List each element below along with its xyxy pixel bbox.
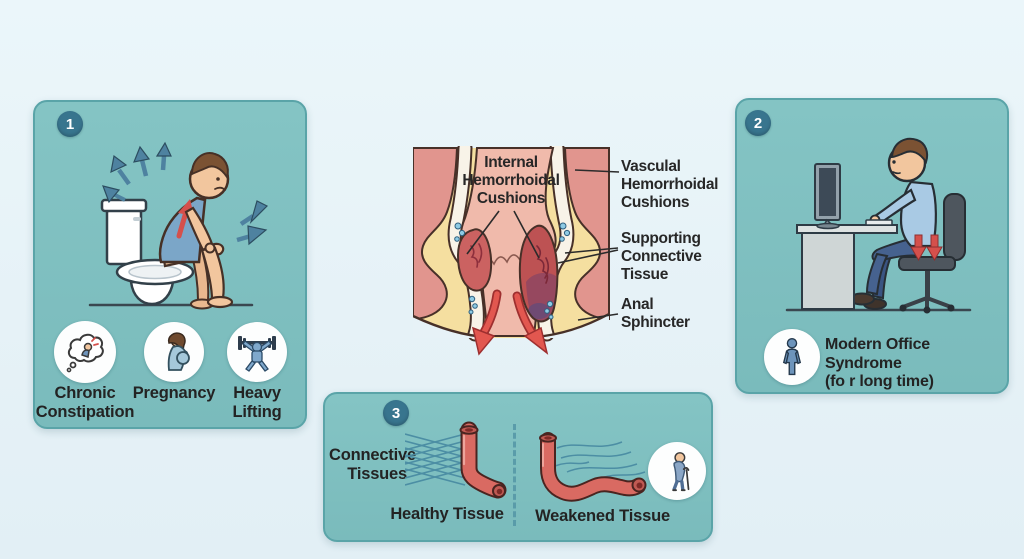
- label-supporting-connective-tissue: Supporting Connective Tissue: [621, 230, 702, 284]
- pregnant-woman-icon: [144, 322, 204, 382]
- desk-icon: [796, 219, 898, 310]
- badge-3: 3: [383, 400, 409, 426]
- panel-tissue: 3 Connective Tissues Healthy Tissue: [323, 392, 713, 542]
- vessel-beads: [454, 222, 571, 320]
- toilet-straining-illustration: [88, 141, 269, 310]
- monitor-icon: [814, 163, 841, 230]
- desk-sitting-illustration: [785, 137, 972, 314]
- elderly-person-cane-icon: [648, 442, 706, 500]
- anatomy-cross-section: [413, 146, 620, 356]
- badge-2: 2: [745, 110, 771, 136]
- standing-person-icon: [764, 329, 820, 385]
- badge-1: 1: [57, 111, 83, 137]
- cause-label-pregnancy: Pregnancy: [132, 384, 216, 402]
- cause-label-heavy-lifting: Heavy Lifting: [232, 384, 282, 422]
- panel-office: 2: [735, 98, 1009, 394]
- panel-causes: 1: [33, 100, 307, 429]
- healthy-tissue-illustration: [405, 421, 507, 499]
- weight-lifter-icon: [227, 322, 287, 382]
- straining-person: [158, 152, 234, 310]
- label-vascular-hemorrhoidal-cushions: Vasculal Hemorrhoidal Cushions: [621, 158, 719, 212]
- connective-tissues-label: Connective Tissues: [329, 446, 416, 484]
- prolapse-arrows: [471, 289, 549, 356]
- weakened-tissue-illustration: [539, 432, 647, 502]
- label-anal-sphincter: Anal Sphincter: [621, 296, 690, 332]
- toilet-icon: [100, 198, 195, 306]
- cause-label-chronic-constipation: Chronic Constipation: [35, 384, 135, 422]
- thought-cloud-strain-icon: [54, 321, 116, 383]
- label-internal-hemorrhoidal-cushions: Internal Hemorrhoidal Cushions: [462, 154, 560, 208]
- weakened-tissue-label: Weakened Tissue: [535, 507, 670, 525]
- healthy-tissue-label: Healthy Tissue: [390, 505, 504, 523]
- office-caption: Modern Office Syndrome (fo r long time): [825, 336, 934, 391]
- office-chair-icon: [898, 193, 966, 314]
- pressure-arrows: [102, 141, 269, 246]
- dashed-divider: [513, 424, 516, 526]
- label-connectors: [466, 169, 620, 321]
- anatomy-diagram: Internal Hemorrhoidal Cushions Vasculal …: [413, 146, 723, 366]
